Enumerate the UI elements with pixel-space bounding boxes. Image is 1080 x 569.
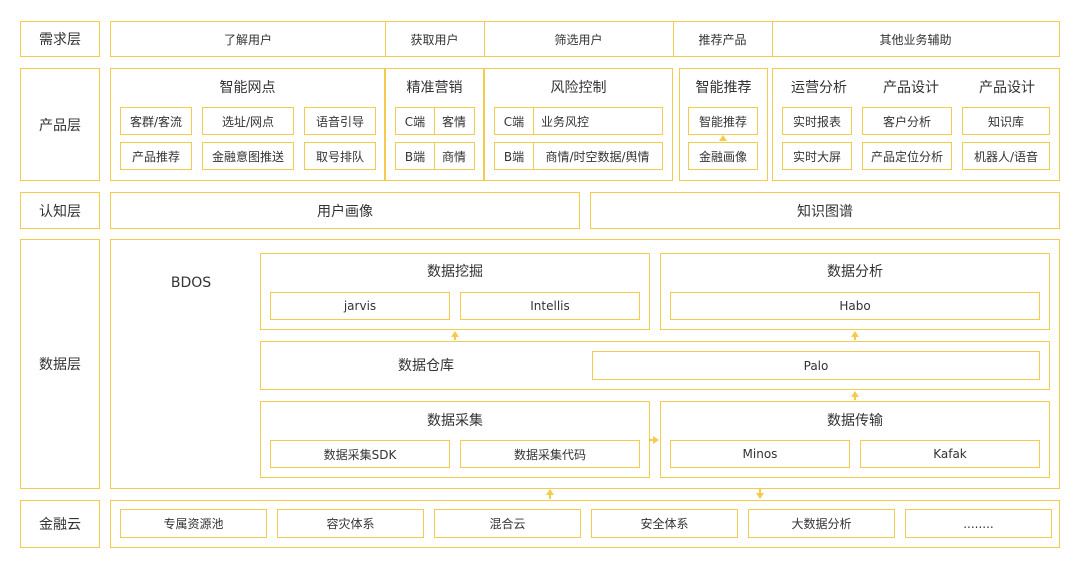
precision-marketing-c-row: C端 客情 (395, 107, 475, 135)
divider (533, 143, 534, 169)
arrow-stem (854, 396, 856, 400)
precision-marketing-b-row: B端 商情 (395, 142, 475, 170)
c-side-label: C端 (503, 114, 525, 129)
product-design-title: 产品设计 (883, 80, 939, 96)
data-mining-title: 数据挖掘 (427, 264, 483, 280)
cloud-item-more: ........ (905, 509, 1052, 538)
smart-recommend-item: 智能推荐 (688, 107, 758, 135)
arrow-up-icon (851, 391, 859, 397)
data-collection-title: 数据采集 (427, 413, 483, 429)
smart-recommend-item: 金融画像 (688, 142, 758, 170)
ops-analysis-title: 运营分析 (791, 80, 847, 96)
cloud-item: 安全体系 (591, 509, 738, 538)
product-design-item: 产品定位分析 (862, 142, 952, 170)
smart-outlet-item: 选址/网点 (202, 107, 294, 135)
cognition-knowledge-graph: 知识图谱 (590, 192, 1060, 229)
bdos-label: BDOS (170, 275, 212, 291)
arrow-up-icon (546, 489, 554, 495)
ops-analysis-item: 实时大屏 (782, 142, 852, 170)
b-side-label: B端 (503, 149, 525, 164)
smart-outlet-item: 语音引导 (304, 107, 376, 135)
demand-filter-users: 筛选用户 (554, 32, 603, 47)
product-design-item: 知识库 (962, 107, 1050, 135)
data-transmission-title: 数据传输 (827, 413, 883, 429)
divider (434, 108, 435, 134)
product-design-title: 产品设计 (979, 80, 1035, 96)
demand-row: 了解用户 获取用户 筛选用户 推荐产品 其他业务辅助 (110, 21, 1060, 57)
arrow-down-icon (756, 493, 764, 499)
demand-other-support: 其他业务辅助 (879, 32, 952, 47)
risk-control-b-row: B端 商情/时空数据/舆情 (494, 142, 663, 170)
data-analysis-title: 数据分析 (827, 264, 883, 280)
smart-outlet-item: 金融意图推送 (202, 142, 294, 170)
ops-analysis-item: 实时报表 (782, 107, 852, 135)
data-analysis-item: Habo (670, 292, 1040, 320)
c-side-label: C端 (404, 114, 426, 129)
arrow-stem (650, 439, 654, 441)
layer-label-demand: 需求层 (20, 21, 100, 57)
layer-label-cloud: 金融云 (20, 500, 100, 548)
c-side-value: 业务风控 (541, 114, 590, 129)
smart-outlet-title: 智能网点 (219, 80, 276, 96)
divider (673, 22, 674, 56)
arrow-right-icon (653, 436, 659, 444)
product-design-item: 机器人/语音 (962, 142, 1050, 170)
arrow-up-icon (851, 331, 859, 337)
data-transmission-item: Minos (670, 440, 850, 468)
arrow-stem (854, 336, 856, 340)
layer-label-data: 数据层 (20, 239, 100, 489)
layer-label-product: 产品层 (20, 68, 100, 181)
data-mining-item: Intellis (460, 292, 640, 320)
risk-control-title: 风险控制 (550, 80, 607, 96)
data-collection-item: 数据采集代码 (460, 440, 640, 468)
cloud-item: 大数据分析 (748, 509, 895, 538)
cognition-user-portrait: 用户画像 (110, 192, 580, 229)
demand-acquire-users: 获取用户 (410, 32, 459, 47)
arrow-stem (549, 494, 551, 499)
precision-marketing-title: 精准营销 (406, 80, 463, 96)
c-side-value: 客情 (441, 114, 466, 129)
cloud-row (110, 500, 1060, 548)
demand-understand-users: 了解用户 (223, 32, 272, 47)
smart-recommend-title: 智能推荐 (695, 80, 752, 96)
arrow-up-icon (451, 331, 459, 337)
demand-recommend-products: 推荐产品 (698, 32, 747, 47)
data-warehouse-item: Palo (592, 351, 1040, 380)
smart-outlet-item: 客群/客流 (120, 107, 192, 135)
data-warehouse-title: 数据仓库 (398, 358, 454, 374)
data-transmission-item: Kafak (860, 440, 1040, 468)
arrow-up-icon (719, 135, 727, 141)
b-side-value: 商情/时空数据/舆情 (545, 149, 650, 164)
smart-outlet-item: 取号排队 (304, 142, 376, 170)
b-side-label: B端 (404, 149, 426, 164)
arrow-stem (759, 489, 761, 494)
product-design-item: 客户分析 (862, 107, 952, 135)
divider (533, 108, 534, 134)
layer-label-cognition: 认知层 (20, 192, 100, 229)
divider (772, 22, 773, 56)
risk-control-c-row: C端 业务风控 (494, 107, 663, 135)
cloud-item: 专属资源池 (120, 509, 267, 538)
data-collection-item: 数据采集SDK (270, 440, 450, 468)
arrow-stem (454, 336, 456, 340)
data-mining-item: jarvis (270, 292, 450, 320)
divider (484, 22, 485, 56)
b-side-value: 商情 (441, 149, 466, 164)
cloud-item: 容灾体系 (277, 509, 424, 538)
divider (385, 22, 386, 56)
cloud-item: 混合云 (434, 509, 581, 538)
divider (434, 143, 435, 169)
smart-outlet-item: 产品推荐 (120, 142, 192, 170)
